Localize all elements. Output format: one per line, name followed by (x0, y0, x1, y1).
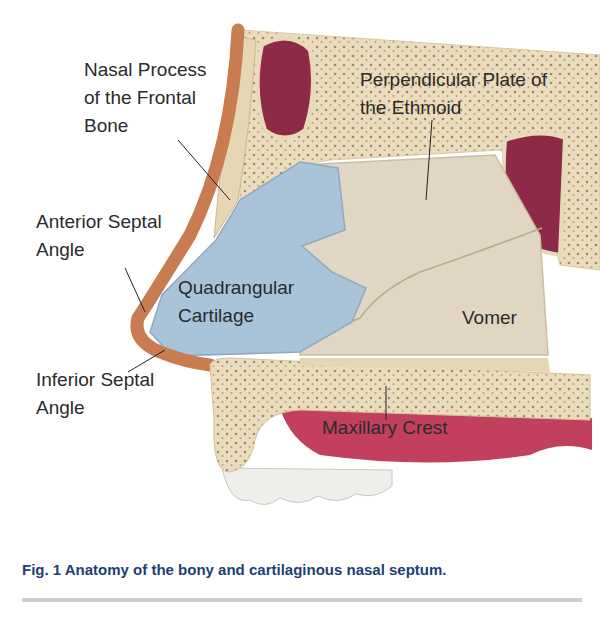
maxillary-crest (300, 358, 550, 372)
leader-line (386, 386, 387, 420)
part-label: Quadrangular Cartilage (178, 274, 318, 330)
maxilla (210, 358, 590, 472)
caption-rule (22, 598, 582, 602)
leader-line (178, 140, 230, 200)
part-label: Inferior Septal Angle (36, 366, 171, 422)
figure-caption: Fig. 1 Anatomy of the bony and cartilagi… (22, 560, 582, 580)
frontal-sinus (258, 39, 313, 138)
leader-line (426, 120, 432, 200)
part-label: Perpendicular Plate of the Ethmoid (360, 66, 550, 122)
part-label: Anterior Septal Angle (36, 208, 171, 264)
leader-lines (125, 120, 432, 420)
leader-line (128, 350, 165, 372)
leader-line (125, 268, 145, 312)
part-label: Maxillary Crest (322, 414, 492, 442)
teeth (222, 468, 392, 505)
part-label: Nasal Process of the Frontal Bone (84, 56, 224, 140)
part-label: Vomer (462, 304, 552, 332)
